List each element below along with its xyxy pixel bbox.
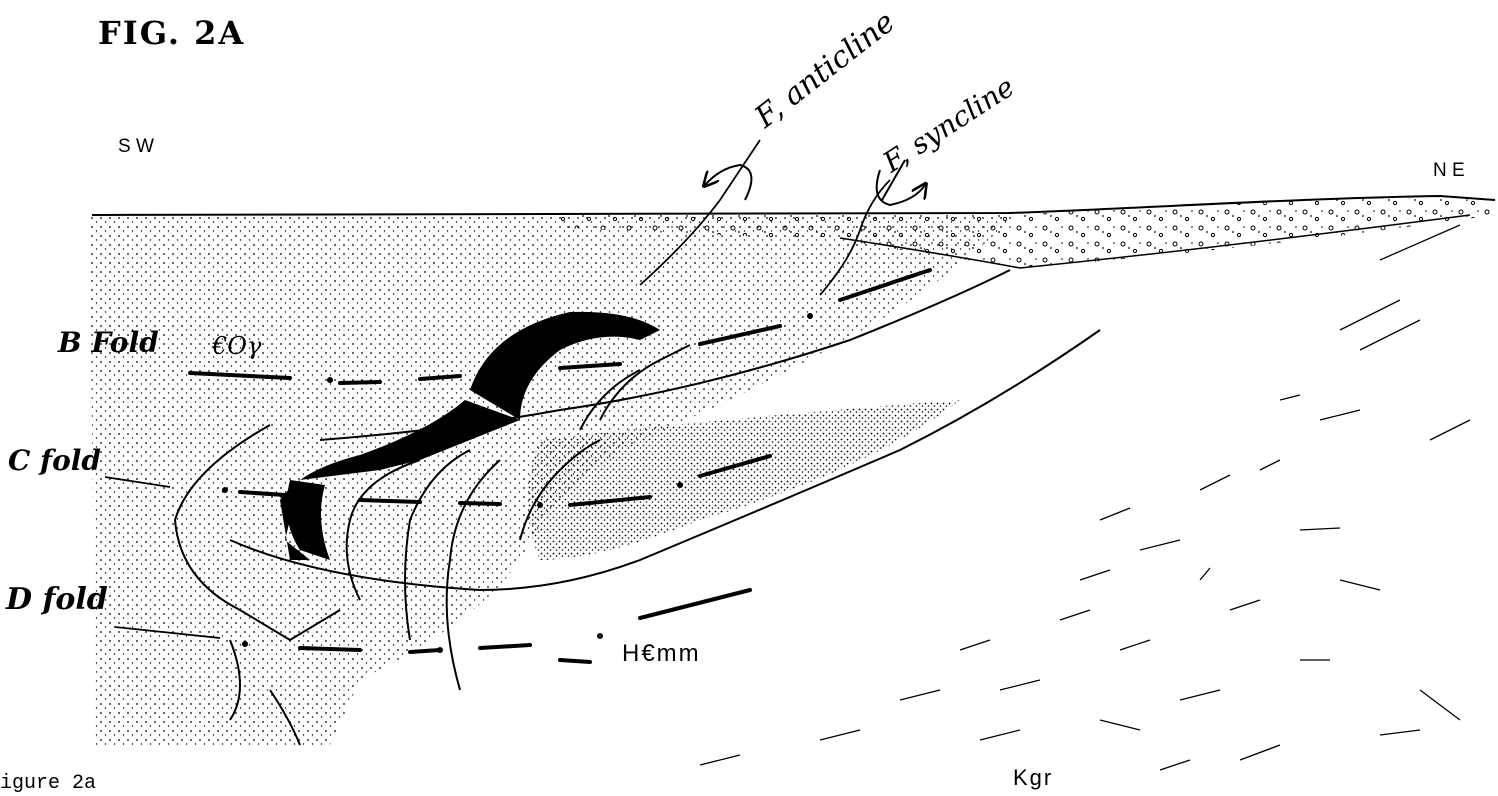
figure-title: FIG. 2A (98, 14, 245, 52)
c-fold-label: C fold (8, 444, 101, 477)
unit-hemm-label: H€mm (622, 640, 701, 668)
unit-eoy-label: €Oγ (212, 332, 261, 360)
unit-kgr-label: Kgr (1013, 765, 1053, 791)
anticline-symbol (705, 165, 751, 200)
d-fold-label: D fold (6, 582, 108, 617)
figure-caption: igure 2a (0, 772, 96, 795)
b-fold-label: B Fold (58, 326, 159, 359)
sw-direction-label: S W (118, 136, 154, 158)
ne-direction-label: N E (1433, 160, 1465, 182)
